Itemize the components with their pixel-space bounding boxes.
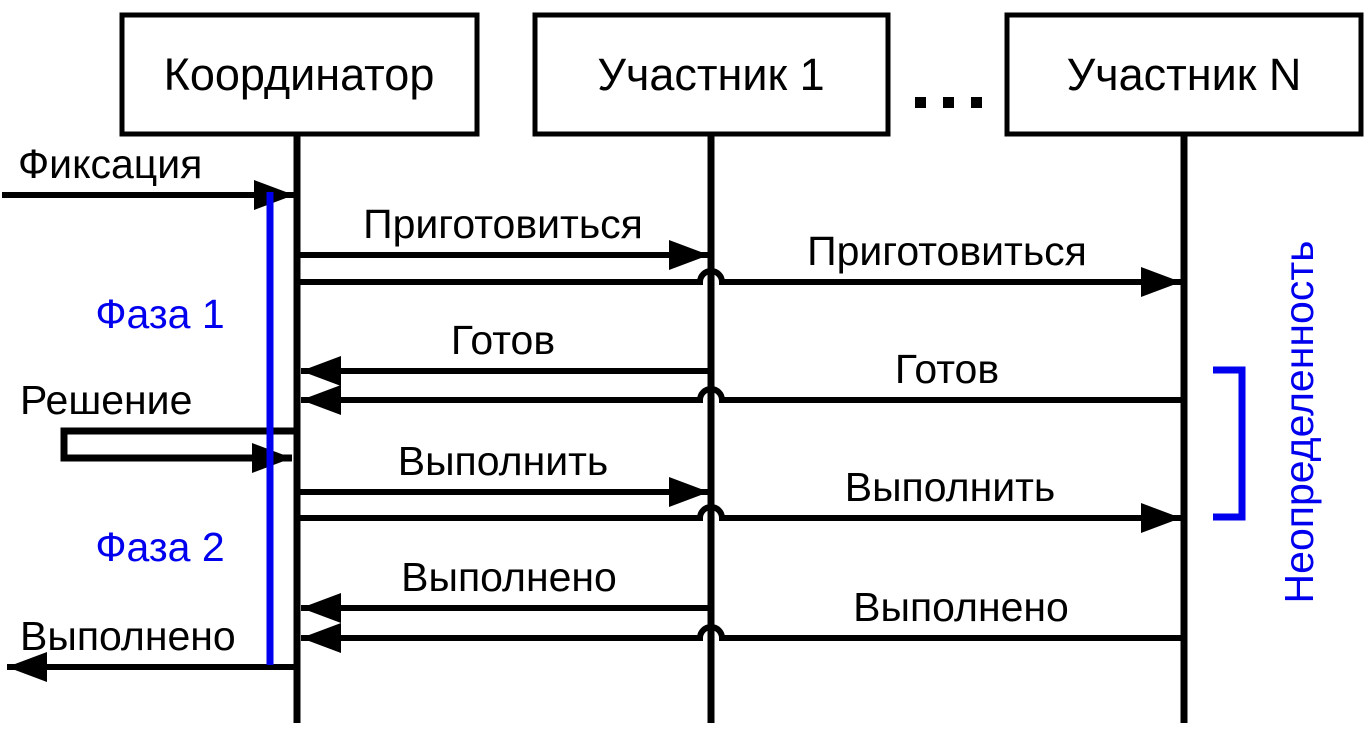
decision-self-loop-arrow bbox=[60, 427, 297, 473]
participant1-title: Участник 1 bbox=[597, 49, 824, 100]
participant1-box bbox=[532, 12, 891, 137]
phase2-label: Фаза 2 bbox=[95, 524, 224, 570]
ready-p1-label: Готов bbox=[451, 317, 555, 363]
done-pn-label: Выполнено bbox=[853, 584, 1069, 630]
uncertainty-bracket bbox=[1213, 366, 1246, 521]
participantN-title: Участник N bbox=[1067, 49, 1302, 100]
ready-pn-label: Готов bbox=[895, 346, 999, 392]
coordinator-box bbox=[119, 12, 480, 137]
decision-label: Решение bbox=[20, 377, 192, 423]
execute-pn-arrow bbox=[297, 503, 1181, 533]
ready-pn-arrow bbox=[301, 385, 1184, 415]
uncertainty-label: Неопределенность bbox=[1276, 241, 1322, 604]
done-pn-arrow bbox=[301, 623, 1184, 653]
prepare-pn-label: Приготовиться bbox=[807, 228, 1087, 274]
prepare-p1-label: Приготовиться bbox=[363, 201, 643, 247]
phase1-label: Фаза 1 bbox=[95, 291, 224, 337]
prepare-pn-arrow bbox=[297, 267, 1181, 297]
done-outbound-label: Выполнено bbox=[20, 613, 236, 659]
commit-request-label: Фиксация bbox=[18, 141, 202, 187]
execute-pn-label: Выполнить bbox=[845, 464, 1056, 510]
execute-p1-label: Выполнить bbox=[398, 438, 609, 484]
ellipsis-icon bbox=[915, 97, 982, 108]
coordinator-title: Координатор bbox=[164, 49, 435, 100]
done-p1-label: Выполнено bbox=[401, 554, 617, 600]
